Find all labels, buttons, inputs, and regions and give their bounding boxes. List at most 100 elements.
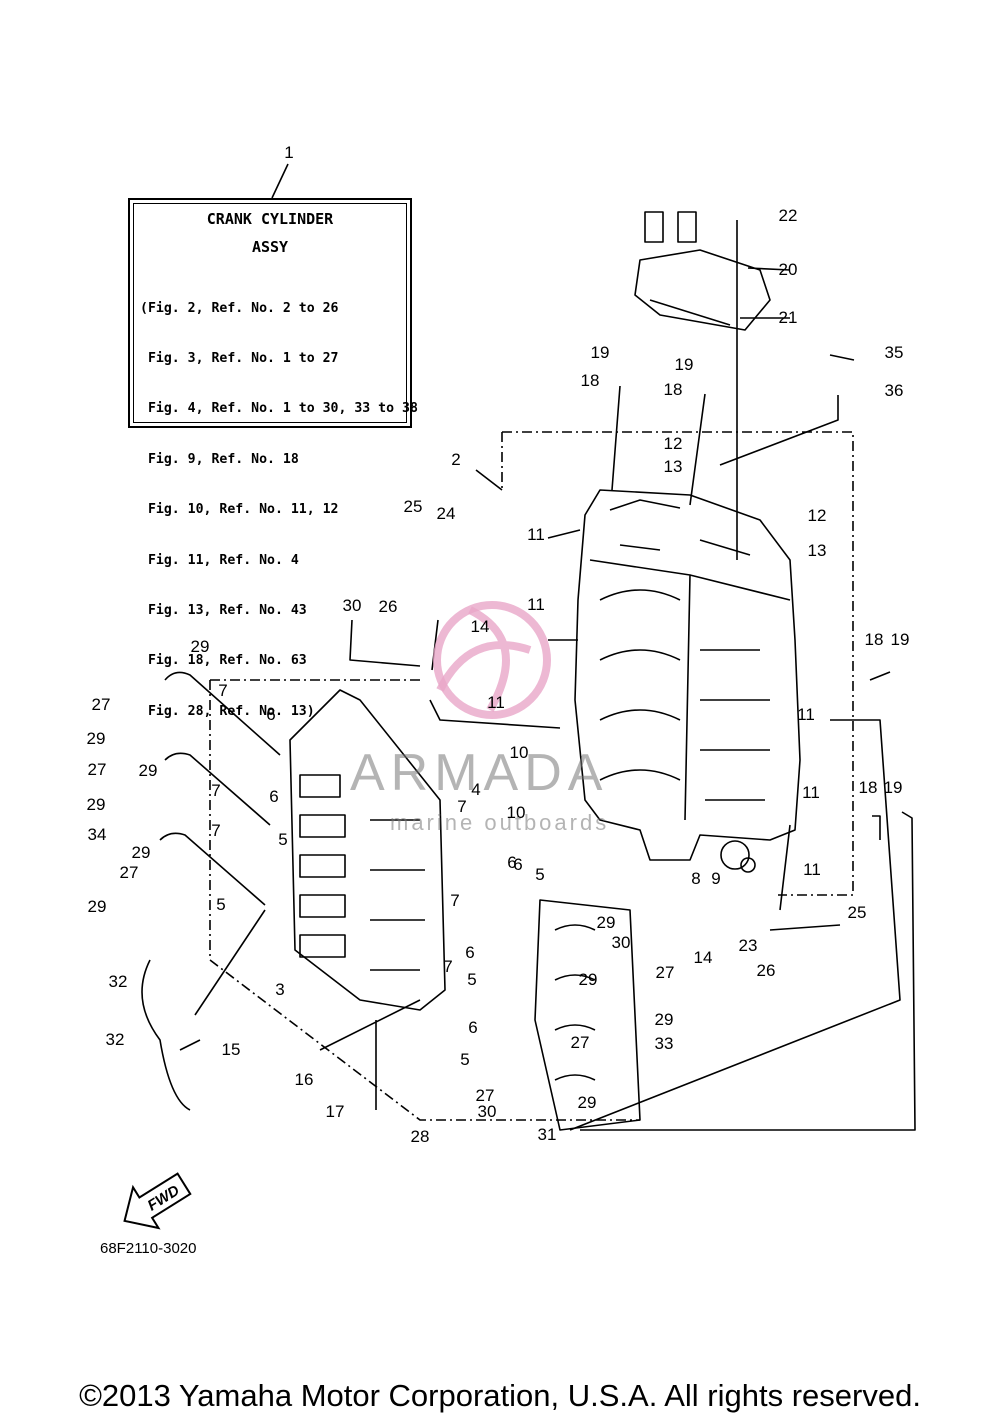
cover-plate	[534, 899, 641, 1131]
callout-19: 19	[675, 355, 694, 374]
ref-title-line2: ASSY	[251, 238, 289, 256]
callout-1: 1	[284, 143, 293, 162]
callout-9: 9	[711, 869, 720, 888]
callout-31: 31	[538, 1125, 557, 1144]
callout-30: 30	[612, 933, 631, 952]
callout-19: 19	[591, 343, 610, 362]
callout-30: 30	[343, 596, 362, 615]
callout-13: 13	[664, 457, 683, 476]
callout-5: 5	[535, 865, 544, 884]
callout-18: 18	[581, 371, 600, 390]
callout-7: 7	[211, 781, 220, 800]
callout-27: 27	[656, 963, 675, 982]
callout-26: 26	[757, 961, 776, 980]
callout-18: 18	[865, 630, 884, 649]
callout-29: 29	[87, 795, 106, 814]
gasket-left	[159, 671, 281, 906]
callout-5: 5	[278, 830, 287, 849]
callout-11: 11	[527, 595, 545, 614]
ref-line: Fig. 9, Ref. No. 18	[140, 451, 299, 467]
ref-line: (Fig. 2, Ref. No. 2 to 26	[140, 300, 339, 316]
callout-4: 4	[471, 780, 480, 799]
callout-27: 27	[571, 1033, 590, 1052]
callout-29: 29	[597, 913, 616, 932]
callout-22: 22	[779, 206, 798, 225]
callout-7: 7	[443, 957, 452, 976]
callout-33: 33	[655, 1034, 674, 1053]
callout-29: 29	[191, 637, 210, 656]
callout-29: 29	[139, 761, 158, 780]
ref-line: Fig. 10, Ref. No. 11, 12	[140, 502, 339, 518]
ref-line: Fig. 3, Ref. No. 1 to 27	[140, 350, 339, 366]
ref-lines: (Fig. 2, Ref. No. 2 to 26 Fig. 3, Ref. N…	[140, 267, 418, 754]
callout-14: 14	[471, 617, 490, 636]
callout-6: 6	[507, 853, 516, 872]
callout-11: 11	[797, 705, 815, 724]
callout-5: 5	[460, 1050, 469, 1069]
callout-11: 11	[803, 860, 821, 879]
ref-line: Fig. 13, Ref. No. 43	[140, 602, 307, 618]
callout-10: 10	[507, 803, 526, 822]
callout-25: 25	[848, 903, 867, 922]
callout-12: 12	[664, 434, 683, 453]
callout-36: 36	[885, 381, 904, 400]
callout-28: 28	[411, 1127, 430, 1146]
callout-25: 25	[404, 497, 423, 516]
watermark-tagline: marine outboards	[390, 810, 609, 835]
watermark: ARMADA marine outboards	[350, 601, 609, 835]
fwd-arrow-icon: FWD	[123, 1172, 192, 1230]
callout-11: 11	[487, 693, 505, 712]
callout-20: 20	[779, 260, 798, 279]
callout-7: 7	[450, 891, 459, 910]
callout-7: 7	[211, 821, 220, 840]
callout-10: 10	[510, 743, 529, 762]
exhaust-plate	[289, 689, 446, 1011]
watermark-swirl-icon	[436, 606, 532, 712]
callout-6: 6	[266, 705, 275, 724]
callout-32: 32	[106, 1030, 125, 1049]
callout-14: 14	[694, 948, 713, 967]
callout-5: 5	[467, 970, 476, 989]
exhaust-cover-boundary	[209, 679, 640, 1121]
callout-3: 3	[275, 980, 284, 999]
callout-27: 27	[88, 760, 107, 779]
ref-title-line1: CRANK CYLINDER	[206, 210, 334, 228]
callout-27: 27	[92, 695, 111, 714]
callout-6: 6	[468, 1018, 477, 1037]
ref-line: Fig. 4, Ref. No. 1 to 30, 33 to 38	[140, 401, 418, 417]
callout-29: 29	[578, 1093, 597, 1112]
watermark-brand: ARMADA	[350, 744, 608, 802]
callout-21: 21	[779, 308, 798, 327]
callout-11: 11	[527, 525, 545, 544]
callout-6: 6	[465, 943, 474, 962]
ref-line: Fig. 11, Ref. No. 4	[140, 552, 299, 568]
callout-19: 19	[891, 630, 910, 649]
callout-7: 7	[218, 681, 227, 700]
callout-6: 6	[513, 855, 522, 874]
callout-27: 27	[120, 863, 139, 882]
ref-line: Fig. 28, Ref. No. 13)	[140, 703, 315, 719]
callout-11: 11	[802, 783, 820, 802]
ref-line: Fig. 18, Ref. No. 63	[140, 653, 307, 669]
callout-19: 19	[884, 778, 903, 797]
diagram-code: 68F2110-3020	[100, 1240, 197, 1257]
callout-7: 7	[457, 797, 466, 816]
reference-box: CRANK CYLINDER ASSY (Fig. 2, Ref. No. 2 …	[128, 198, 418, 719]
top-cover	[634, 249, 771, 331]
callout-29: 29	[88, 897, 107, 916]
callout-24: 24	[437, 504, 456, 523]
callout-29: 29	[579, 970, 598, 989]
callout-34: 34	[88, 825, 107, 844]
callout-5: 5	[216, 895, 225, 914]
callout-29: 29	[132, 843, 151, 862]
callout-12: 12	[808, 506, 827, 525]
callout-29: 29	[87, 729, 106, 748]
callout-27: 27	[476, 1086, 495, 1105]
copyright-footer: ©2013 Yamaha Motor Corporation, U.S.A. A…	[79, 1378, 921, 1413]
callout-23: 23	[739, 936, 758, 955]
callout-18: 18	[664, 380, 683, 399]
water-pipe	[141, 959, 201, 1111]
subassembly-boundary	[501, 431, 854, 896]
